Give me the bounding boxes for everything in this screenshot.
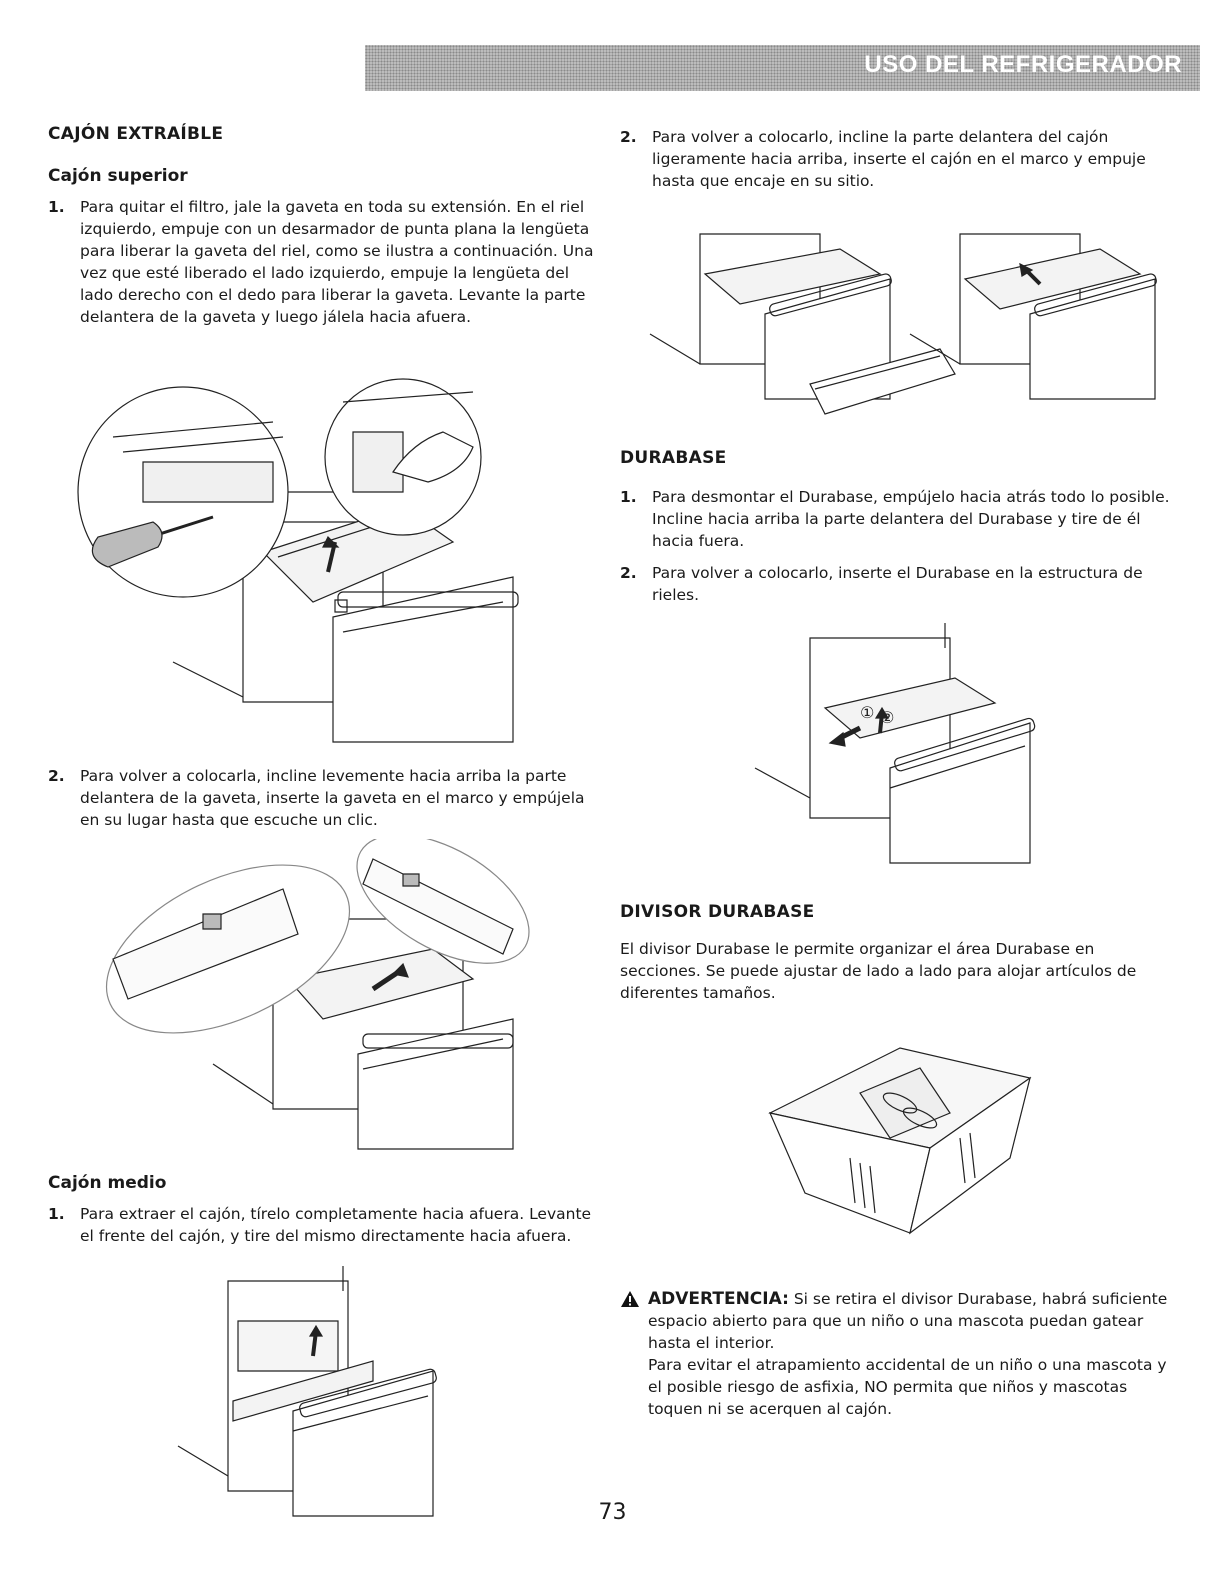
figure-upper-drawer-removal bbox=[73, 342, 573, 757]
warning-text-2: Para evitar el atrapamiento accidental d… bbox=[648, 1356, 1167, 1418]
list-item-text: Para quitar el filtro, jale la gaveta en… bbox=[80, 198, 594, 326]
figure-upper-drawer-install bbox=[73, 839, 573, 1159]
figure-durabase-removal: ① ② bbox=[750, 618, 1050, 868]
subsection-title-cajon-superior: Cajón superior bbox=[48, 166, 188, 186]
list-item-number: 2. bbox=[620, 128, 637, 146]
list-item-number: 1. bbox=[48, 198, 65, 216]
list-item: 1. Para extraer el cajón, tírelo complet… bbox=[48, 1203, 598, 1247]
left-column: CAJÓN EXTRAÍBLE Cajón superior 1. Para q… bbox=[48, 120, 598, 1521]
list-item-text: Para extraer el cajón, tírelo completame… bbox=[80, 1205, 592, 1245]
list-item-number: 2. bbox=[48, 767, 65, 785]
section-title-durabase: DURABASE bbox=[620, 448, 727, 468]
figure-durabase-divider bbox=[760, 1018, 1040, 1248]
section-banner: USO DEL REFRIGERADOR bbox=[365, 45, 1200, 91]
list-item: 1. Para desmontar el Durabase, empújelo … bbox=[620, 486, 1180, 552]
step-label-2: ② bbox=[880, 708, 894, 727]
list-item: 2. Para volver a colocarlo, inserte el D… bbox=[620, 562, 1180, 606]
page-number: 73 bbox=[598, 1500, 627, 1525]
section-banner-title: USO DEL REFRIGERADOR bbox=[864, 51, 1182, 78]
divider-description: El divisor Durabase le permite organizar… bbox=[620, 940, 1137, 1002]
warning-label: ADVERTENCIA: bbox=[648, 1289, 789, 1309]
list-item-number: 1. bbox=[48, 1205, 65, 1223]
list-item-number: 1. bbox=[620, 488, 637, 506]
section-title-cajon-extraible: CAJÓN EXTRAÍBLE bbox=[48, 124, 224, 144]
list-item-text: Para volver a colocarlo, inserte el Dura… bbox=[652, 564, 1143, 604]
warning-icon bbox=[620, 1288, 648, 1354]
list-item-text: Para desmontar el Durabase, empújelo hac… bbox=[652, 488, 1170, 550]
list-item: 2. Para volver a colocarla, incline leve… bbox=[48, 765, 598, 831]
list-item-number: 2. bbox=[620, 564, 637, 582]
figure-middle-drawer-removal bbox=[173, 1261, 473, 1521]
figure-middle-drawer-install bbox=[640, 204, 1160, 434]
list-item: 1. Para quitar el filtro, jale la gaveta… bbox=[48, 196, 598, 328]
warning-block: ADVERTENCIA: Si se retira el divisor Dur… bbox=[620, 1288, 1180, 1420]
section-title-divisor-durabase: DIVISOR DURABASE bbox=[620, 902, 815, 922]
subsection-title-cajon-medio: Cajón medio bbox=[48, 1173, 167, 1193]
list-item: 2. Para volver a colocarlo, incline la p… bbox=[620, 126, 1180, 192]
warning-text-1: Si se retira el divisor Durabase, habrá … bbox=[648, 1290, 1168, 1352]
list-item-text: Para volver a colocarla, incline levemen… bbox=[80, 767, 585, 829]
list-item-text: Para volver a colocarlo, incline la part… bbox=[652, 128, 1146, 190]
right-column: 2. Para volver a colocarlo, incline la p… bbox=[620, 120, 1180, 1420]
step-label-1: ① bbox=[860, 703, 874, 722]
